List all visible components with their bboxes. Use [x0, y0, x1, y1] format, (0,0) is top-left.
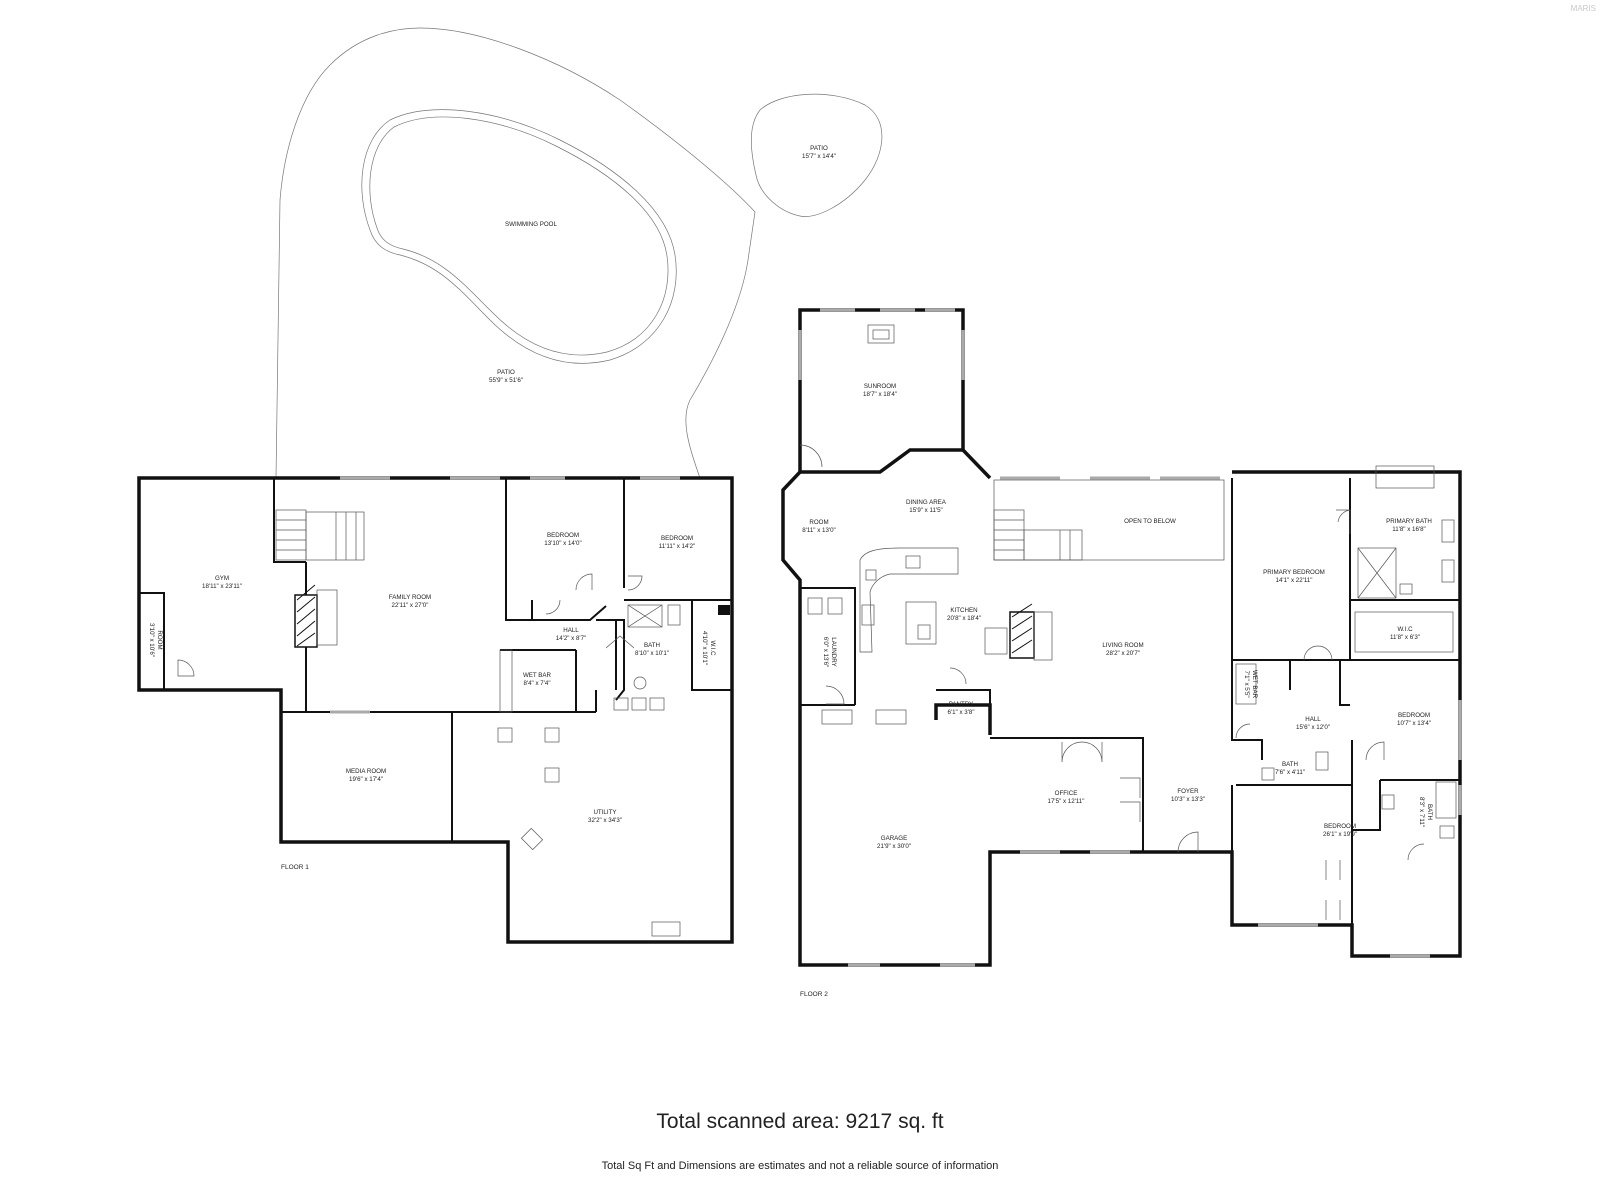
bedroom-f2a-dims: 10'7" x 13'4"	[1397, 720, 1431, 727]
utility-dims: 32'2" x 34'3"	[588, 817, 622, 824]
room-f1-dims: 3'10" x 10'6"	[148, 623, 155, 657]
patio-large-name: PATIO	[497, 369, 515, 376]
bath-f2a-name: BATH	[1282, 761, 1298, 768]
bedroom-f2b-name: BEDROOM	[1324, 823, 1356, 830]
bath-f1-name: BATH	[644, 642, 660, 649]
bedroom-f2b-dims: 26'1" x 19'9"	[1323, 831, 1357, 838]
floor-1-fireplace	[294, 584, 338, 648]
patio-small-outline	[750, 93, 883, 217]
living-room-name: LIVING ROOM	[1102, 642, 1143, 649]
wetbar-f1-name: WET BAR	[523, 672, 552, 679]
hall-f1-name: HALL	[563, 627, 579, 634]
floor-2-exterior-wall	[781, 448, 1462, 967]
watermark-logo: MARIS	[1570, 4, 1596, 13]
bedroom-f1b-name: BEDROOM	[661, 535, 693, 542]
office-dims: 17'5" x 12'11"	[1048, 798, 1085, 805]
bedroom-f1b-dims: 11'11" x 14'2"	[659, 543, 695, 550]
patio-large-outline	[275, 27, 756, 479]
patio-small-dims: 15'7" x 14'4"	[802, 153, 836, 160]
pantry-dims: 6'1" x 3'8"	[947, 709, 974, 716]
garage-dims: 21'9" x 30'0"	[877, 843, 911, 850]
floor-2-bath-fixtures	[1235, 465, 1457, 839]
floor-2-labels: SUNROOM 18'7" x 18'4" DINING AREA 15'9" …	[800, 383, 1433, 998]
wic-f2-name: W.I.C	[1397, 626, 1413, 633]
room-f2-dims: 8'11" x 13'0"	[802, 527, 835, 534]
patio-small-name: PATIO	[810, 145, 828, 152]
floor-1-exterior-wall	[137, 476, 734, 944]
dining-area-name: DINING AREA	[906, 499, 947, 506]
pool-name: SWIMMING POOL	[505, 221, 557, 228]
hall-f1-dims: 14'2" x 8'7"	[556, 635, 587, 642]
floor-1-windows	[330, 476, 680, 714]
laundry-dims: 6'0" x 13'6"	[822, 637, 829, 668]
floor-1-doors	[177, 573, 643, 677]
floor-1-interior-walls	[139, 478, 732, 842]
primary-bath-name: PRIMARY BATH	[1386, 518, 1432, 525]
floor-2-windows	[798, 308, 1462, 967]
foyer-dims: 10'3" x 13'3"	[1171, 796, 1205, 803]
garage-name: GARAGE	[881, 835, 907, 842]
sunroom-name: SUNROOM	[864, 383, 896, 390]
disclaimer: Total Sq Ft and Dimensions are estimates…	[601, 1160, 999, 1172]
dining-wall	[800, 448, 963, 474]
outdoor-area: SWIMMING POOL PATIO 55'9" x 51'6" PATIO …	[275, 27, 883, 479]
wic-f1-dims: 4'10" x 10'1"	[701, 631, 708, 665]
floor-2-label: FLOOR 2	[800, 991, 828, 998]
wic-f1-name: W.I.C	[709, 640, 716, 656]
gym-dims: 18'11" x 23'11"	[202, 583, 242, 590]
room-f1-name: ROOM	[156, 630, 163, 649]
foyer-name: FOYER	[1177, 788, 1199, 795]
floor-2-plan: SUNROOM 18'7" x 18'4" DINING AREA 15'9" …	[781, 308, 1462, 998]
wetbar-f2-dims: 7'1" x 5'5"	[1243, 670, 1250, 697]
sunroom-dims: 18'7" x 18'4"	[863, 391, 897, 398]
office-name: OFFICE	[1055, 790, 1078, 797]
open-to-below-name: OPEN TO BELOW	[1124, 518, 1176, 525]
floor-1-plan: GYM 18'11" x 23'11" ROOM 3'10" x 10'6" F…	[137, 476, 734, 944]
primary-bedroom-name: PRIMARY BEDROOM	[1263, 569, 1325, 576]
wetbar-f1-dims: 8'4" x 7'4"	[523, 680, 550, 687]
bedroom-f1a-dims: 13'10" x 14'0"	[544, 540, 581, 547]
patio-large-dims: 55'9" x 51'6"	[489, 377, 523, 384]
bath-f2a-dims: 7'6" x 4'11"	[1275, 769, 1305, 776]
media-room-dims: 19'6" x 17'4"	[349, 776, 383, 783]
kitchen-dims: 20'8" x 18'4"	[947, 615, 981, 622]
hall-f2-name: HALL	[1305, 716, 1321, 723]
bath-f2b-dims: 8'3" x 7'11"	[1418, 797, 1425, 827]
utility-name: UTILITY	[593, 809, 616, 816]
pool-outline	[361, 109, 677, 364]
pool-inner-outline	[369, 116, 669, 356]
floor-2-stairs	[993, 479, 1225, 561]
hall-f2-dims: 15'6" x 12'0"	[1296, 724, 1330, 731]
living-room-dims: 28'2" x 20'7"	[1106, 650, 1140, 657]
floor-2-doors	[799, 444, 1425, 920]
kitchen-name: KITCHEN	[950, 607, 977, 614]
total-area: Total scanned area: 9217 sq. ft	[656, 1110, 944, 1133]
dining-area-dims: 15'9" x 11'5"	[909, 507, 942, 514]
media-room-name: MEDIA ROOM	[346, 768, 386, 775]
kitchen-fixtures	[807, 547, 959, 725]
floor-1-labels: GYM 18'11" x 23'11" ROOM 3'10" x 10'6" F…	[148, 532, 716, 871]
wetbar-f2-name: WET BAR	[1251, 670, 1258, 699]
wic-f2-dims: 11'8" x 6'3"	[1390, 634, 1420, 641]
room-f2-name: ROOM	[809, 519, 828, 526]
floor-2-interior-walls	[800, 478, 1460, 925]
gym-name: GYM	[215, 575, 229, 582]
bath-f1-dims: 8'10" x 10'1"	[635, 650, 669, 657]
floor-1-stairs	[275, 509, 365, 561]
floor-1-label: FLOOR 1	[281, 864, 309, 871]
floor-2-fireplace	[984, 603, 1053, 661]
bath-f2b-name: BATH	[1426, 804, 1433, 820]
bedroom-f2a-name: BEDROOM	[1398, 712, 1430, 719]
family-room-name: FAMILY ROOM	[389, 594, 431, 601]
sunroom-fireplace	[867, 324, 895, 344]
primary-bath-dims: 11'8" x 16'8"	[1392, 526, 1425, 533]
floor-1-fixtures	[497, 604, 730, 937]
family-room-dims: 22'11" x 27'0"	[392, 602, 429, 609]
pantry-name: PANTRY	[949, 701, 974, 708]
laundry-name: LAUNDRY	[830, 637, 837, 666]
bedroom-f1a-name: BEDROOM	[547, 532, 579, 539]
primary-bedroom-dims: 14'1" x 22'11"	[1276, 577, 1313, 584]
